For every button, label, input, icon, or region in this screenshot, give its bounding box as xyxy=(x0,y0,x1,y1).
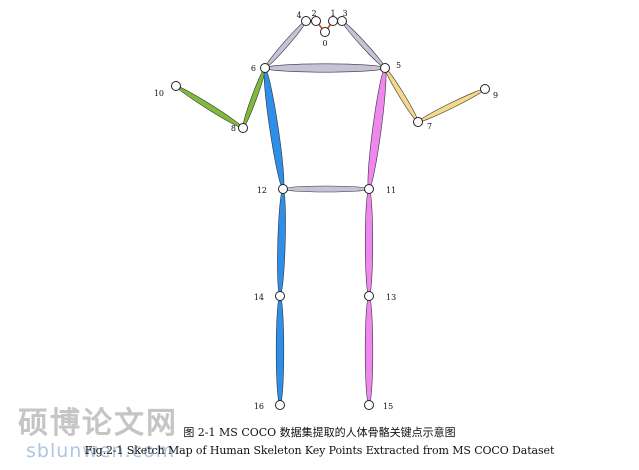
keypoint-label-7: 7 xyxy=(427,122,432,131)
limb-5-6 xyxy=(264,63,386,73)
figure-caption-chinese: 图 2-1 MS COCO 数据集提取的人体骨骼关键点示意图 xyxy=(183,426,456,439)
keypoint-label-15: 15 xyxy=(383,402,393,411)
keypoint-label-9: 9 xyxy=(493,91,498,100)
figure-caption-english: Fig.2-1 Sketch Map of Human Skeleton Key… xyxy=(84,444,555,457)
keypoint-label-5: 5 xyxy=(396,61,401,70)
keypoint-label-4: 4 xyxy=(296,11,301,20)
keypoint-label-6: 6 xyxy=(251,64,256,73)
keypoint-9 xyxy=(480,84,490,94)
keypoint-label-2: 2 xyxy=(311,9,316,18)
limb-13-15 xyxy=(364,295,374,406)
limb-4-6 xyxy=(264,20,307,69)
limb-5-7 xyxy=(384,67,419,123)
keypoint-label-12: 12 xyxy=(257,186,267,195)
keypoint-8 xyxy=(238,123,248,133)
keypoint-0 xyxy=(320,27,330,37)
keypoint-label-14: 14 xyxy=(254,293,264,302)
keypoint-13 xyxy=(364,291,374,301)
watermark-logo-text: 硕博论文网 xyxy=(18,406,178,441)
limb-11-12 xyxy=(282,185,370,193)
keypoint-14 xyxy=(275,291,285,301)
keypoint-10 xyxy=(171,81,181,91)
keypoint-7 xyxy=(413,117,423,127)
keypoint-2 xyxy=(311,16,321,26)
limb-5-11 xyxy=(367,67,387,190)
limb-14-16 xyxy=(275,295,285,406)
keypoint-label-1: 1 xyxy=(330,9,335,18)
keypoint-5 xyxy=(380,63,390,73)
keypoint-11 xyxy=(364,184,374,194)
keypoint-16 xyxy=(275,400,285,410)
limb-6-8 xyxy=(242,67,266,129)
keypoint-label-3: 3 xyxy=(342,9,347,18)
keypoint-label-10: 10 xyxy=(154,89,164,98)
watermark-url: sblunwen.com xyxy=(26,440,176,462)
keypoint-label-13: 13 xyxy=(386,293,396,302)
limb-11-13 xyxy=(364,188,374,297)
keypoint-15 xyxy=(364,400,374,410)
keypoint-6 xyxy=(260,63,270,73)
keypoint-label-8: 8 xyxy=(231,124,236,133)
keypoint-4 xyxy=(301,16,311,26)
keypoint-label-0: 0 xyxy=(322,39,327,48)
limb-6-12 xyxy=(263,67,285,190)
limb-12-14 xyxy=(277,188,286,297)
keypoint-12 xyxy=(278,184,288,194)
joints-layer xyxy=(171,16,490,410)
limb-7-9 xyxy=(417,88,486,123)
limb-3-5 xyxy=(341,20,386,69)
limbs-layer xyxy=(175,20,486,406)
keypoint-label-11: 11 xyxy=(386,186,396,195)
keypoint-3 xyxy=(337,16,347,26)
keypoint-label-16: 16 xyxy=(254,402,264,411)
